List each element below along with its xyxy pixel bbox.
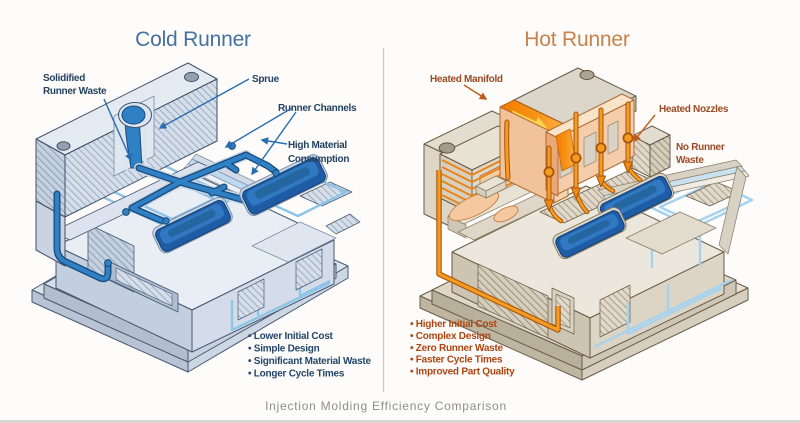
svg-text:• Simple Design: • Simple Design bbox=[248, 344, 320, 355]
svg-text:• Improved Part Quality: • Improved Part Quality bbox=[410, 367, 515, 378]
svg-text:Runner Waste: Runner Waste bbox=[43, 86, 107, 97]
svg-text:• Zero Runner Waste: • Zero Runner Waste bbox=[410, 343, 504, 354]
svg-text:• Complex Design: • Complex Design bbox=[410, 331, 491, 342]
svg-text:• Faster Cycle Times: • Faster Cycle Times bbox=[410, 355, 503, 366]
svg-text:• Longer Cycle Times: • Longer Cycle Times bbox=[248, 368, 345, 379]
svg-text:Waste: Waste bbox=[676, 155, 704, 166]
svg-text:• Higher Initial Cost: • Higher Initial Cost bbox=[410, 319, 498, 330]
svg-text:High Material: High Material bbox=[288, 140, 347, 151]
svg-text:Hot Runner: Hot Runner bbox=[524, 28, 630, 51]
svg-text:• Significant Material Waste: • Significant Material Waste bbox=[248, 356, 372, 367]
svg-text:Cold Runner: Cold Runner bbox=[135, 28, 251, 51]
svg-text:Sprue: Sprue bbox=[252, 74, 280, 85]
svg-text:Heated Manifold: Heated Manifold bbox=[430, 74, 503, 85]
svg-text:Solidified: Solidified bbox=[43, 73, 85, 84]
svg-text:No Runner: No Runner bbox=[676, 142, 725, 153]
svg-text:Injection Molding Efficiency C: Injection Molding Efficiency Comparison bbox=[265, 399, 507, 413]
svg-text:Consumption: Consumption bbox=[288, 154, 349, 165]
svg-text:Runner Channels: Runner Channels bbox=[278, 103, 357, 114]
svg-text:Heated Nozzles: Heated Nozzles bbox=[659, 104, 729, 115]
svg-text:• Lower Initial Cost: • Lower Initial Cost bbox=[248, 331, 334, 342]
